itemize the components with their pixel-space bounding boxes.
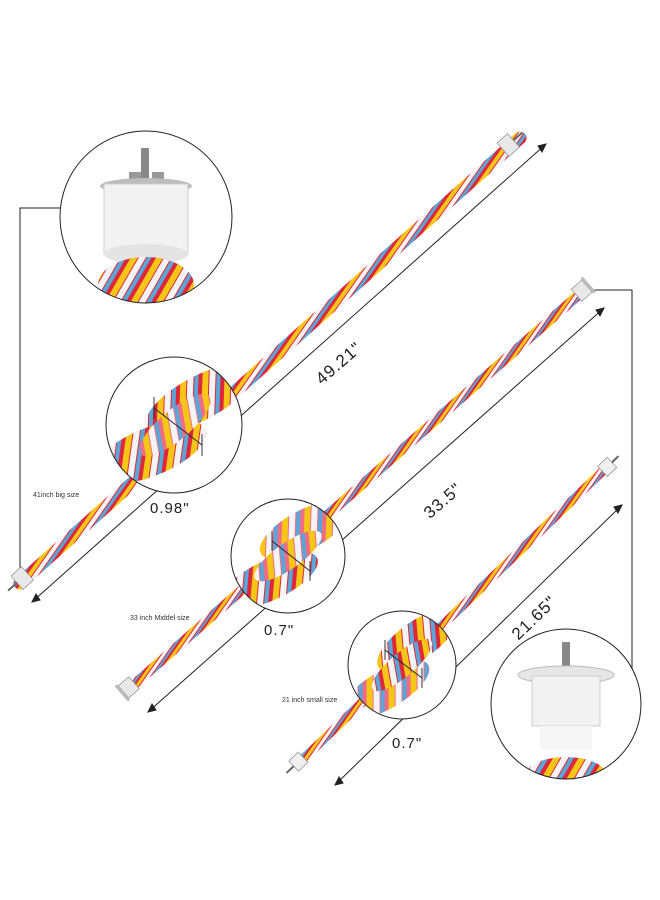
end-cap-zoom-top xyxy=(59,130,233,304)
small-length-arrow xyxy=(334,504,623,786)
large-length-arrow xyxy=(31,143,547,603)
end-cap-zoom-bottom xyxy=(490,628,642,780)
large-knot-zoom xyxy=(105,356,243,494)
medium-length-arrow xyxy=(147,307,605,713)
medium-diameter-label: 0.7" xyxy=(264,622,295,639)
large-size-name: 41inch big size xyxy=(33,492,80,499)
medium-rope-perch xyxy=(114,276,596,702)
small-size-name: 21 inch small size xyxy=(282,697,338,704)
large-rope-perch xyxy=(7,131,527,592)
small-diameter-label: 0.7" xyxy=(392,735,423,752)
small-rope-perch xyxy=(285,455,620,774)
large-diameter-label: 0.98" xyxy=(150,500,190,517)
medium-knot-zoom xyxy=(230,498,346,614)
medium-size-name: 33 inch Middel size xyxy=(130,615,190,622)
